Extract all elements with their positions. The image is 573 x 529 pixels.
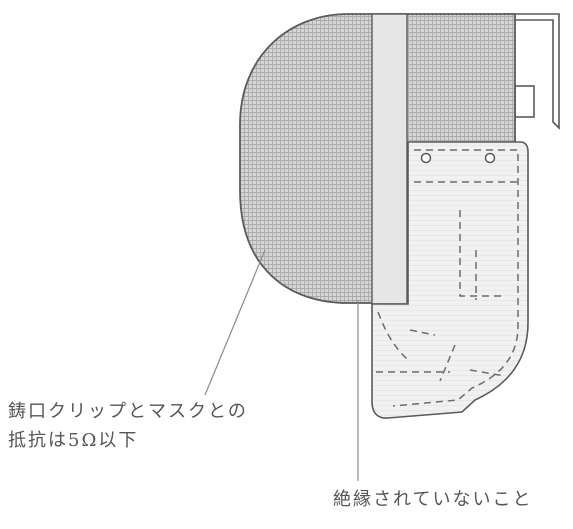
- bib-snap-left: [420, 152, 432, 164]
- annotation-clip-resistance-line2: 抵抗は5Ω以下: [8, 430, 139, 451]
- annotation-clip-resistance-line1: 鋳口クリップとマスクとの: [8, 401, 248, 422]
- annotation-clip-resistance: 鋳口クリップとマスクとの 抵抗は5Ω以下: [8, 397, 248, 455]
- leader-line-clip: [204, 249, 266, 396]
- mask-bib: [371, 141, 529, 419]
- annotation-not-insulated: 絶縁されていないこと: [333, 489, 533, 510]
- mask-vertical-band: [371, 13, 408, 305]
- mask-small-tab: [514, 85, 535, 118]
- bib-snap-right: [484, 152, 496, 164]
- bib-stitching: [376, 149, 519, 407]
